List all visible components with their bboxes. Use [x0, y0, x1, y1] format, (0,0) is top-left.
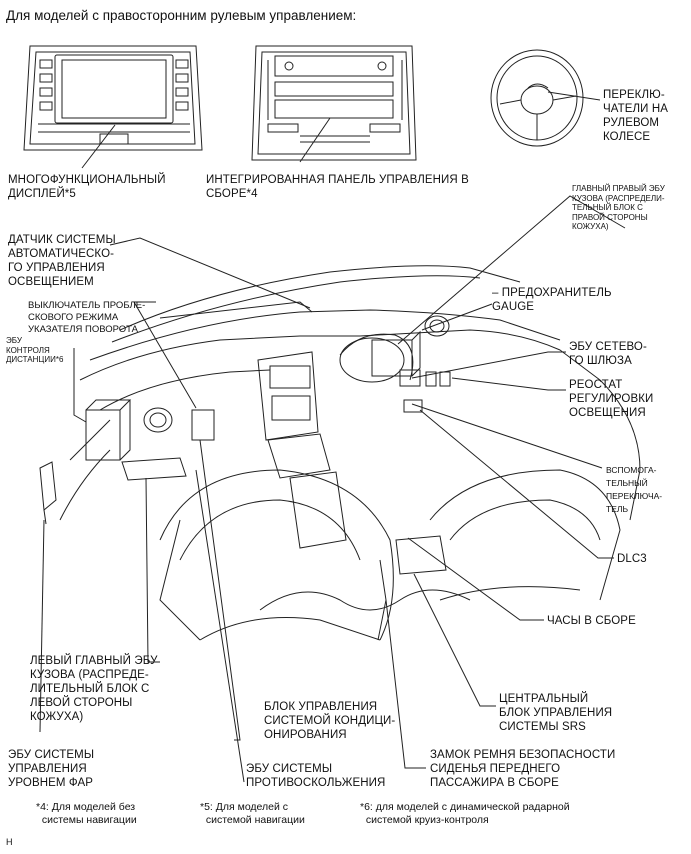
- label-rheostat: РЕОСТАТ РЕГУЛИРОВКИ ОСВЕЩЕНИЯ: [569, 379, 654, 419]
- label-main-right-body-ecu: ГЛАВНЫЙ ПРАВЫЙ ЭБУ КУЗОВА (РАСПРЕДЕЛИ- Т…: [572, 184, 665, 231]
- label-multifunction-display: МНОГОФУНКЦИОНАЛЬНЫЙ ДИСПЛЕЙ*5: [8, 174, 166, 200]
- label-gauge-fuse: – ПРЕДОХРАНИТЕЛЬ GAUGE: [492, 287, 612, 313]
- label-buckle-switch: ЗАМОК РЕМНЯ БЕЗОПАСНОСТИ СИДЕНЬЯ ПЕРЕДНЕ…: [430, 749, 616, 789]
- label-ac-amp: БЛОК УПРАВЛЕНИЯ СИСТЕМОЙ КОНДИЦИ- ОНИРОВ…: [264, 701, 396, 741]
- label-integrated-panel: ИНТЕГРИРОВАННАЯ ПАНЕЛЬ УПРАВЛЕНИЯ В СБОР…: [206, 174, 469, 200]
- label-steering-switches: ПЕРЕКЛЮ- ЧАТЕЛИ НА РУЛЕВОМ КОЛЕСЕ: [603, 89, 669, 143]
- label-distance-ecu: ЭБУ КОНТРОЛЯ ДИСТАНЦИИ*6: [6, 336, 64, 364]
- label-aux-switch: ВСПОМОГА- ТЕЛЬНЫЙ ПЕРЕКЛЮЧА- ТЕЛЬ: [606, 465, 663, 514]
- label-auto-light-sensor: ДАТЧИК СИСТЕМЫ АВТОМАТИЧЕСКО- ГО УПРАВЛЕ…: [8, 234, 116, 288]
- label-clock: ЧАСЫ В СБОРЕ: [547, 615, 636, 627]
- label-left-body-ecu: ЛЕВЫЙ ГЛАВНЫЙ ЭБУ КУЗОВА (РАСПРЕДЕ- ЛИТЕ…: [30, 655, 158, 723]
- label-dlc3: DLC3: [617, 553, 647, 565]
- multifunction-display-drawing: [24, 46, 202, 150]
- footnote-4: *4: Для моделей без системы навигации: [36, 801, 137, 826]
- label-theft-ecu: ЭБУ СИСТЕМЫ ПРОТИВОСКОЛЬЖЕНИЯ: [246, 763, 386, 789]
- diagram-title: Для моделей с правосторонним рулевым упр…: [6, 8, 357, 23]
- seats-drawing: [160, 470, 620, 640]
- steering-wheel-drawing: [491, 50, 583, 146]
- label-gateway-ecu: ЭБУ СЕТЕВО- ГО ШЛЮЗА: [569, 341, 647, 367]
- label-headlamp-ecu: ЭБУ СИСТЕМЫ УПРАВЛЕНИЯ УРОВНЕМ ФАР: [8, 749, 95, 789]
- leader-lines: [40, 92, 625, 782]
- label-srs-unit: ЦЕНТРАЛЬНЫЙ БЛОК УПРАВЛЕНИЯ СИСТЕМЫ SRS: [499, 693, 613, 733]
- label-hazard-switch: ВЫКЛЮЧАТЕЛЬ ПРОБЛЕ- СКОВОГО РЕЖИМА УКАЗА…: [28, 300, 146, 335]
- footnote-6: *6: для моделей с динамической радарной …: [360, 801, 570, 826]
- integrated-panel-drawing: [252, 46, 416, 160]
- footnote-5: *5: Для моделей с системой навигации: [200, 801, 305, 826]
- corner-mark: H: [6, 837, 13, 847]
